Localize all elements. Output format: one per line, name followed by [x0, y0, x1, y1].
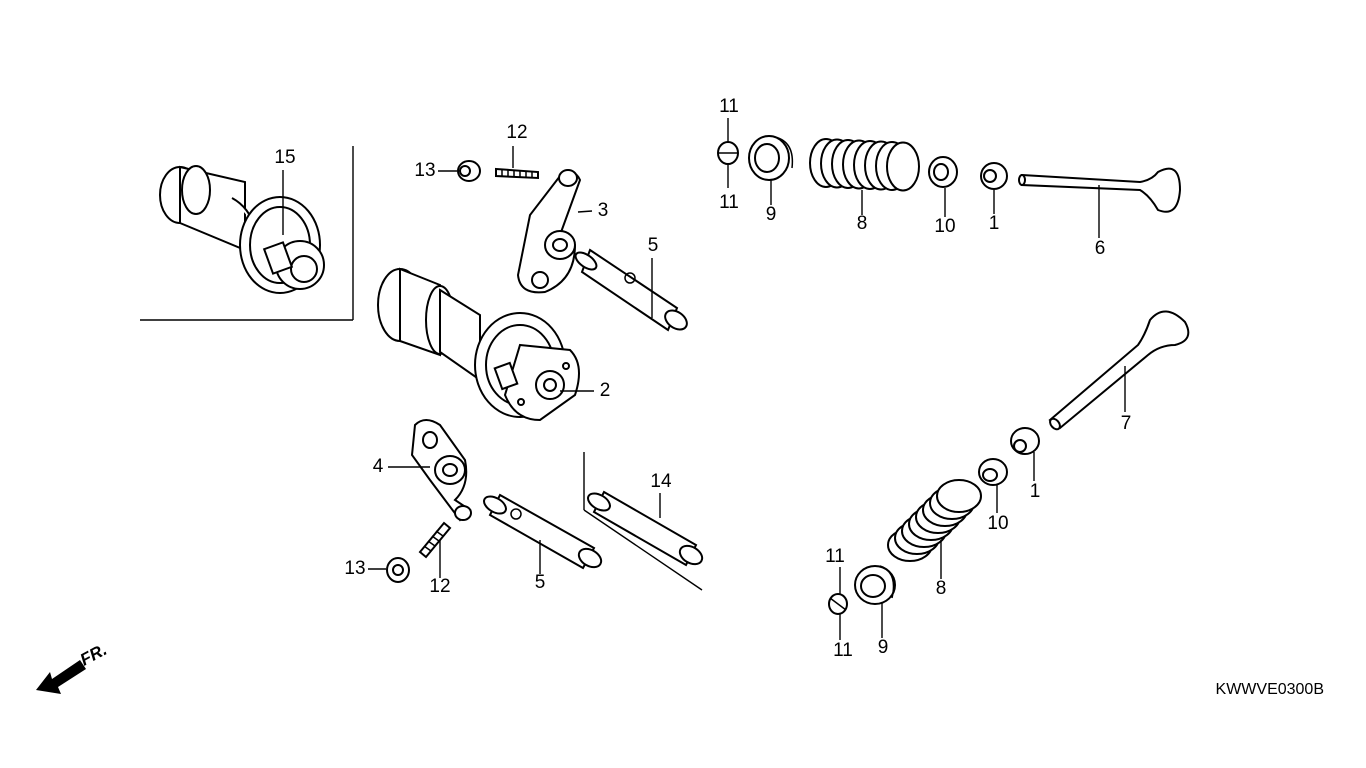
- callout-3: 3: [598, 200, 609, 221]
- callout-9-upper: 9: [766, 204, 777, 225]
- callout-11-lower-top: 11: [825, 546, 845, 567]
- callout-13-lower: 13: [344, 558, 365, 579]
- valve-spring-upper-part: [809, 138, 920, 192]
- callout-1-lower: 1: [1030, 481, 1041, 502]
- callout-13-upper: 13: [414, 160, 435, 181]
- callout-7: 7: [1121, 413, 1132, 434]
- adjusting-screw-upper-part: [495, 167, 539, 180]
- front-arrow-icon: [36, 660, 86, 694]
- callout-8-upper: 8: [857, 213, 868, 234]
- valve-spring-lower-part: [887, 479, 982, 562]
- intake-valve-part: [1048, 310, 1190, 431]
- valve-cotter-lower-part: [828, 593, 848, 615]
- valve-stem-seal-lower-part: [1010, 427, 1040, 455]
- spring-retainer-upper-part: [748, 135, 794, 181]
- lock-nut-lower-part: [386, 557, 410, 583]
- camshaft-part: [377, 267, 580, 422]
- callout-12-upper: 12: [506, 122, 527, 143]
- rocker-shaft-upper-part: [574, 248, 688, 332]
- callout-11-upper-top: 11: [719, 96, 739, 117]
- callout-5-upper: 5: [648, 235, 659, 256]
- rocker-arm-lower-part: [410, 419, 472, 522]
- valve-stem-seal-upper-part: [980, 162, 1008, 190]
- valve-cotter-upper-part: [717, 141, 739, 165]
- rocker-shaft-lower-part: [483, 493, 603, 570]
- callout-6: 6: [1095, 238, 1106, 259]
- callout-14: 14: [650, 471, 672, 492]
- callout-9-lower: 9: [878, 637, 889, 658]
- shaft-pin-part: [587, 490, 704, 567]
- callout-12-lower: 12: [429, 576, 450, 597]
- adjusting-screw-lower-part: [418, 521, 452, 559]
- inset-frame-rocker-shaft: [583, 452, 703, 591]
- rocker-arm-upper-part: [516, 169, 582, 294]
- callout-4: 4: [373, 456, 384, 477]
- exhaust-valve-part: [1018, 167, 1182, 213]
- leader-lines: [282, 118, 1126, 640]
- inset-frame-camshaft-assembly: [140, 146, 354, 321]
- callout-11-lower-bottom: 11: [833, 640, 853, 661]
- callout-10-lower: 10: [987, 513, 1008, 534]
- spring-coil: [886, 141, 920, 192]
- front-direction-arrow: FR.: [36, 640, 110, 694]
- lock-nut-upper-part: [457, 160, 481, 182]
- callout-15: 15: [274, 147, 295, 168]
- callout-8-lower: 8: [936, 578, 947, 599]
- callout-5-lower: 5: [535, 572, 546, 593]
- spring-seat-upper-part: [928, 156, 958, 188]
- diagram-code: KWWVE0300B: [1216, 681, 1324, 698]
- callout-11-upper-bottom: 11: [719, 192, 739, 213]
- spring-coil: [936, 479, 982, 513]
- spring-seat-lower-part: [978, 458, 1008, 486]
- callout-10-upper: 10: [934, 216, 955, 237]
- spring-retainer-lower-part: [854, 565, 896, 605]
- callout-1-upper: 1: [989, 213, 1000, 234]
- callout-labels: 15 12 13 3 5 2 4 5 14 13 12 11 11 9 8 10…: [274, 96, 1131, 661]
- camshaft-assembly-part: [159, 165, 325, 294]
- callout-2: 2: [600, 380, 611, 401]
